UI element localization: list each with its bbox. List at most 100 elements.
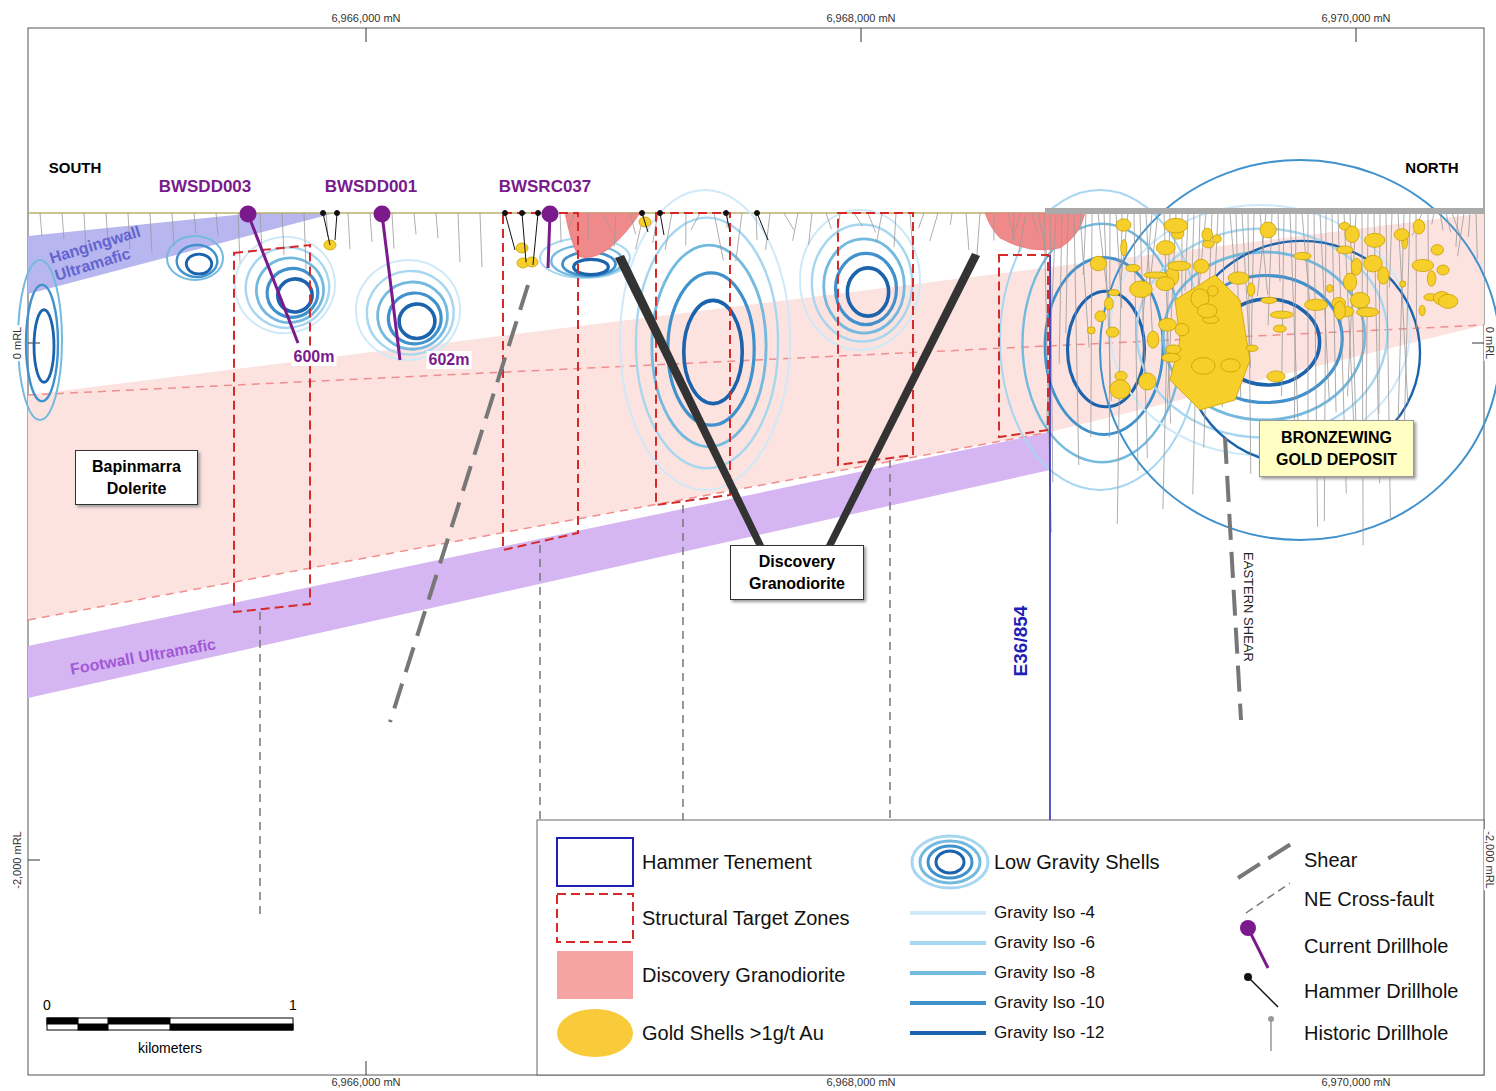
historic-drillholes	[480, 213, 482, 267]
gold-shells	[1394, 229, 1409, 241]
legend-swatches	[928, 846, 972, 878]
axis-ticks	[28, 28, 1484, 1075]
hammer-drillholes	[640, 211, 645, 216]
historic-drillholes	[370, 213, 372, 242]
section-label: NORTH	[1405, 159, 1458, 176]
granodiorite-leaders	[826, 253, 980, 545]
legend-swatches	[936, 851, 964, 873]
historic-drillholes	[868, 213, 876, 233]
section-label: -2,000 mRL	[1484, 829, 1496, 890]
section-label: 602m	[427, 351, 472, 369]
section-label: 6,968,000 mN	[824, 12, 897, 24]
shears	[1225, 438, 1241, 720]
scale-bar	[47, 1018, 293, 1030]
historic-drillholes	[1013, 213, 1014, 241]
ne-cross-faults	[259, 612, 261, 920]
gold-shells	[1327, 284, 1333, 292]
historic-drillholes	[1109, 213, 1111, 437]
section-label: 0	[43, 997, 51, 1013]
gold-shells	[1357, 308, 1379, 317]
structural-target-zones	[999, 255, 1048, 437]
historic-drillholes	[736, 213, 742, 261]
legend-swatches	[920, 841, 980, 883]
historic-drillholes	[1008, 213, 1015, 241]
shears	[390, 285, 1241, 722]
historic-drillholes	[993, 213, 994, 241]
section-label: 0 mRL	[11, 325, 23, 361]
historic-drillholes	[414, 213, 416, 234]
historic-drillholes	[1251, 213, 1254, 348]
legend-box	[537, 820, 1484, 1075]
historic-drillholes	[1290, 213, 1298, 424]
gold-shells	[1090, 256, 1106, 271]
hammer-drillholes	[522, 213, 526, 262]
scale-bar	[47, 1018, 78, 1024]
gravity-shells	[824, 239, 905, 333]
gold-shells	[1156, 241, 1175, 255]
historic-drillholes	[1456, 213, 1458, 247]
gold-shells	[1305, 299, 1328, 310]
historic-drillholes	[40, 213, 42, 236]
historic-drillholes	[1080, 213, 1089, 348]
historic-drillholes	[685, 213, 686, 245]
gravity-shells	[177, 245, 218, 277]
gold-shells	[1344, 273, 1357, 291]
gravity-shells	[34, 310, 54, 383]
historic-drillholes	[1344, 213, 1354, 426]
current-drillholes	[543, 207, 557, 221]
historic-drillholes	[1432, 213, 1434, 224]
legend-text: Structural Target Zones	[642, 907, 850, 930]
historic-drillholes	[1140, 213, 1147, 458]
gravity-shells	[836, 253, 897, 324]
legend-swatches	[910, 911, 986, 915]
historic-drillholes	[784, 213, 794, 230]
historic-drillholes	[1362, 213, 1363, 545]
legend-swatches	[910, 941, 986, 945]
footwall-band	[28, 432, 1050, 698]
historic-drillholes	[918, 213, 924, 228]
gold-shells	[1202, 228, 1213, 241]
gold-shells	[1105, 297, 1114, 310]
historic-drillholes	[436, 213, 438, 238]
historic-drillholes	[1282, 213, 1284, 396]
gold-shells	[1228, 272, 1249, 284]
gold-shells	[1106, 327, 1119, 337]
current-drillholes	[375, 207, 389, 221]
historic-drillholes	[877, 213, 882, 242]
lithology-box: Discovery Granodiorite	[730, 545, 864, 600]
gold-shells	[1350, 292, 1369, 308]
gold-shells	[1337, 246, 1354, 254]
historic-drillholes	[894, 213, 896, 247]
scale-bar	[108, 1018, 170, 1024]
gravity-shells	[352, 256, 464, 365]
current-drillholes	[241, 207, 557, 360]
legend-swatches	[910, 971, 986, 975]
historic-drillholes	[1045, 208, 1484, 214]
legend-text: Gold Shells >1g/t Au	[642, 1022, 824, 1045]
historic-drillholes	[630, 213, 636, 234]
gold-shells	[1431, 245, 1443, 255]
historic-drillholes	[150, 213, 152, 253]
historic-drillholes	[1452, 213, 1460, 235]
section-label: 1	[289, 997, 297, 1013]
gold-shells	[1273, 325, 1286, 332]
gold-shells	[1115, 371, 1127, 380]
gravity-shells	[668, 273, 754, 425]
gold-shells	[1351, 258, 1362, 275]
section-label: 6,966,000 mN	[329, 12, 402, 24]
legend-swatches	[1270, 1019, 1272, 1051]
historic-drillholes	[1230, 213, 1235, 275]
axis-ticks	[366, 1061, 367, 1075]
structural-target-zones	[234, 245, 310, 612]
historic-drillholes	[172, 213, 174, 246]
legend-swatches	[910, 1031, 986, 1035]
gold-shells	[1126, 264, 1141, 271]
structural-target-zones	[503, 213, 578, 550]
granodiorite-bodies	[565, 213, 1085, 258]
ne-cross-faults	[682, 505, 684, 830]
historic-drillholes	[614, 213, 616, 247]
historic-drillholes	[1294, 213, 1296, 421]
footwall-band-label: Footwall Ultramafic	[69, 635, 217, 678]
gravity-shells	[1110, 205, 1410, 455]
gravity-shells	[375, 279, 450, 352]
